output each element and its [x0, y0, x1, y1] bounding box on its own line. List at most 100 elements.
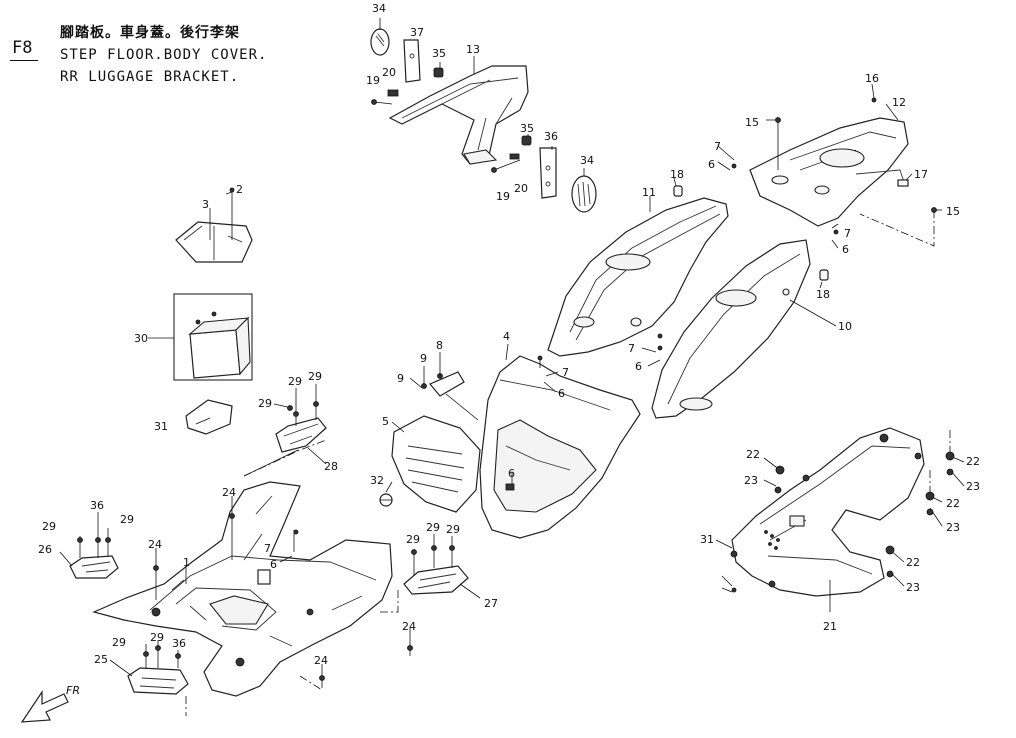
- callout-labels: 1 2 3 4 5 6 6 6 6 6 6 7 7 7 7 7 8 9 9 10…: [38, 2, 980, 697]
- callout: 9: [397, 372, 404, 385]
- grille-cover-5: [391, 415, 481, 513]
- callout: 2: [236, 183, 243, 196]
- callout: 9: [420, 352, 427, 365]
- bolt-set-19-20-top: [371, 89, 399, 105]
- callout: 24: [148, 538, 162, 551]
- rubber-18-lower: [819, 269, 829, 281]
- callout: 13: [466, 43, 480, 56]
- callout: 6: [558, 387, 565, 400]
- callout: 22: [946, 497, 960, 510]
- callout: 22: [966, 455, 980, 468]
- callout: 34: [372, 2, 386, 15]
- callout: 29: [112, 636, 126, 649]
- front-panel-4: [479, 355, 641, 539]
- callout: 24: [402, 620, 416, 633]
- callout: 4: [503, 330, 510, 343]
- callout: 19: [366, 74, 380, 87]
- callout: 29: [258, 397, 272, 410]
- callout: 35: [520, 122, 534, 135]
- callout: 29: [150, 631, 164, 644]
- callout: 24: [222, 486, 236, 499]
- figure-id-underline: [10, 60, 38, 61]
- callout: 29: [426, 521, 440, 534]
- figure-id: F8: [12, 38, 33, 58]
- callout: 19: [496, 190, 510, 203]
- bracket-28: [275, 417, 327, 453]
- callout: 7: [264, 542, 271, 555]
- callout: 36: [90, 499, 104, 512]
- callout: 21: [823, 620, 837, 633]
- callout: 7: [844, 227, 851, 240]
- side-cover-11: [547, 197, 729, 357]
- callout: 7: [714, 140, 721, 153]
- bracket-8-9: [421, 371, 465, 397]
- callout: 22: [746, 448, 760, 461]
- callout: 11: [642, 186, 656, 199]
- callout: 20: [382, 66, 396, 79]
- rear-cover-12: [749, 117, 909, 227]
- callout: 18: [816, 288, 830, 301]
- callout: 29: [446, 523, 460, 536]
- callout: 25: [94, 653, 108, 666]
- callout: 20: [514, 182, 528, 195]
- callout: 18: [670, 168, 684, 181]
- fasteners: [77, 117, 955, 681]
- callout: 15: [946, 205, 960, 218]
- callout: 5: [382, 415, 389, 428]
- callout: 6: [708, 158, 715, 171]
- callout: 15: [745, 116, 759, 129]
- callout: 36: [172, 637, 186, 650]
- callout: 34: [580, 154, 594, 167]
- callout: 6: [270, 558, 277, 571]
- callout: 23: [744, 474, 758, 487]
- screw-32: [379, 493, 393, 507]
- callout: 37: [410, 26, 424, 39]
- callout: 8: [436, 339, 443, 352]
- callout: 7: [562, 366, 569, 379]
- callout: 24: [314, 654, 328, 667]
- callout: 29: [308, 370, 322, 383]
- title-english-line-1: STEP FLOOR.BODY COVER.: [60, 47, 268, 63]
- bracket-36-right: [491, 135, 557, 199]
- battery-30: [173, 293, 253, 381]
- nut-35-top: [433, 67, 444, 78]
- fr-label: FR: [66, 684, 80, 697]
- callout: 3: [202, 198, 209, 211]
- callout: 29: [406, 533, 420, 546]
- clip-17: [897, 179, 909, 187]
- callout: 30: [134, 332, 148, 345]
- callout: 27: [484, 597, 498, 610]
- footrest-26: [69, 555, 119, 579]
- callout: 32: [370, 474, 384, 487]
- callout: 26: [38, 543, 52, 556]
- callout: 10: [838, 320, 852, 333]
- callout: 12: [892, 96, 906, 109]
- cover-3: [175, 187, 253, 263]
- screw-16: [871, 97, 877, 103]
- leader-lines: [59, 18, 965, 716]
- emblem-34-right: [571, 175, 597, 213]
- luggage-bracket-13: [388, 65, 529, 165]
- footrest-25: [127, 667, 189, 695]
- callout: 29: [288, 375, 302, 388]
- callout: 6: [842, 243, 849, 256]
- callout: 29: [42, 520, 56, 533]
- callout: 6: [635, 360, 642, 373]
- callout: 7: [628, 342, 635, 355]
- callout: 16: [865, 72, 879, 85]
- callout: 1: [183, 556, 190, 569]
- rubber-18-upper: [673, 185, 683, 197]
- callout: 29: [120, 513, 134, 526]
- callout: 23: [966, 480, 980, 493]
- callout: 17: [914, 168, 928, 181]
- callout: 28: [324, 460, 338, 473]
- step-floor-1: [92, 481, 393, 697]
- emblem-34-top: [370, 28, 390, 56]
- footrest-27: [403, 565, 469, 595]
- side-cover-10: [651, 239, 811, 419]
- callout: 35: [432, 47, 446, 60]
- under-cover-21: [731, 427, 925, 597]
- callout: 6: [508, 467, 515, 480]
